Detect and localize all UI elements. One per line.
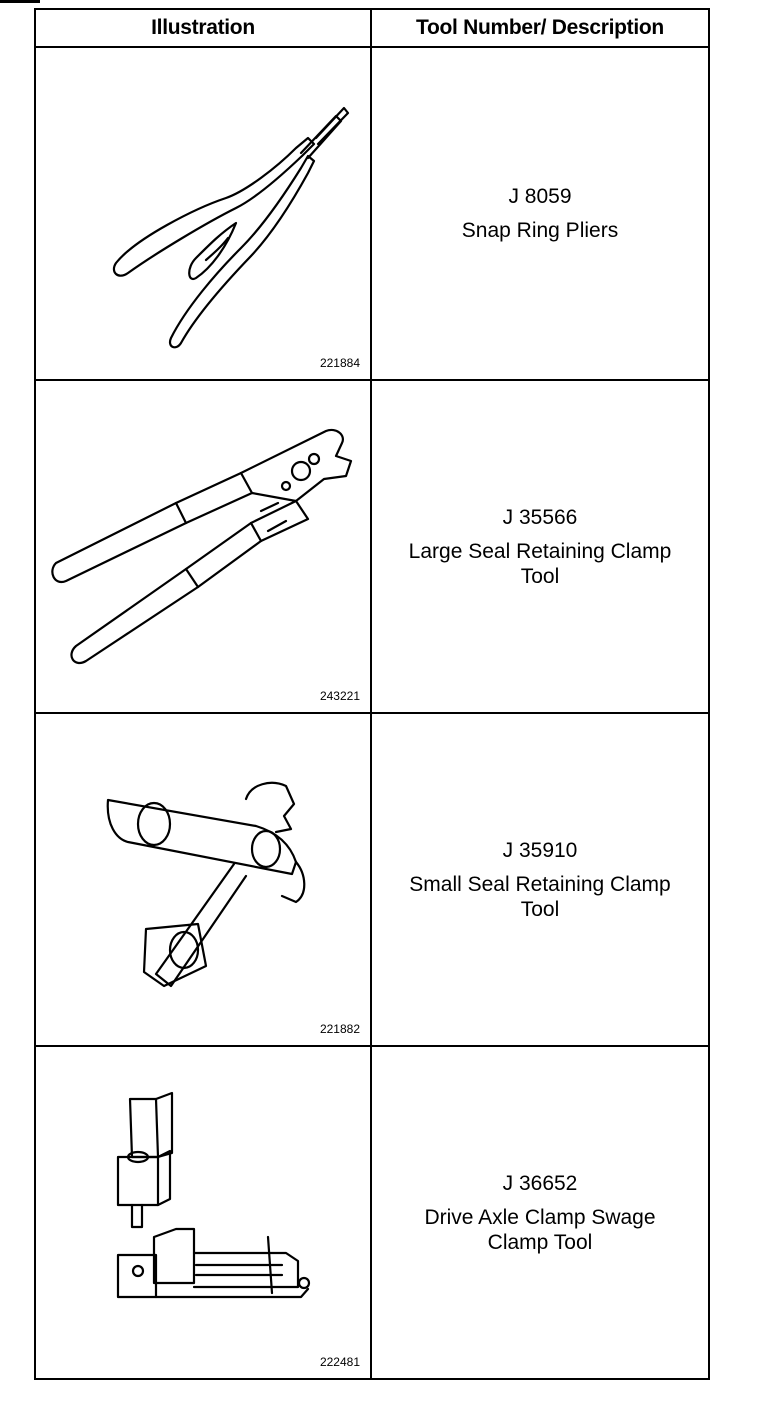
tool-number: J 8059 [508,185,572,208]
header-illustration: Illustration [34,8,372,48]
swage-clamp-tool-icon [116,1091,311,1299]
illustration-cell: 243221 [34,379,372,714]
description-cell: J 35910 Small Seal Retaining Clamp Tool [370,712,710,1047]
description-cell: J 36652 Drive Axle Clamp Swage Clamp Too… [370,1045,710,1380]
illustration-code: 221884 [319,356,360,370]
tool-number: J 36652 [502,1171,578,1195]
table-row: 221882 J 35910 Small Seal Retaining Clam… [34,712,710,1047]
illustration-code: 243221 [319,689,360,703]
tool-description: Drive Axle Clamp Swage Clamp Tool [424,1205,656,1254]
tool-number: J 35566 [502,505,578,529]
illustration-code: 222481 [319,1355,360,1369]
table-row: 222481 J 36652 Drive Axle Clamp Swage Cl… [34,1045,710,1380]
large-clamp-tool-icon [51,428,353,664]
description-cell: J 35566 Large Seal Retaining Clamp Tool [370,379,710,714]
corner-mark [0,0,40,3]
header-tool-description: Tool Number/ Description [370,8,710,48]
illustration-cell: 222481 [34,1045,372,1380]
illustration-cell: 221882 [34,712,372,1047]
tool-table: Illustration Tool Number/ Description 22… [34,8,710,1380]
snap-ring-pliers-icon [112,106,350,349]
table-header-row: Illustration Tool Number/ Description [34,8,710,48]
description-cell: J 8059 Snap Ring Pliers [370,46,710,381]
tool-description: Small Seal Retaining Clamp Tool [409,872,671,921]
table-row: 243221 J 35566 Large Seal Retaining Clam… [34,379,710,714]
tool-description: Snap Ring Pliers [461,219,619,242]
illustration-cell: 221884 [34,46,372,381]
small-clamp-tool-icon [106,781,306,988]
tool-number: J 35910 [502,838,578,862]
tool-description: Large Seal Retaining Clamp Tool [408,539,672,588]
table-row: 221884 J 8059 Snap Ring Pliers [34,46,710,381]
illustration-code: 221882 [319,1022,360,1036]
